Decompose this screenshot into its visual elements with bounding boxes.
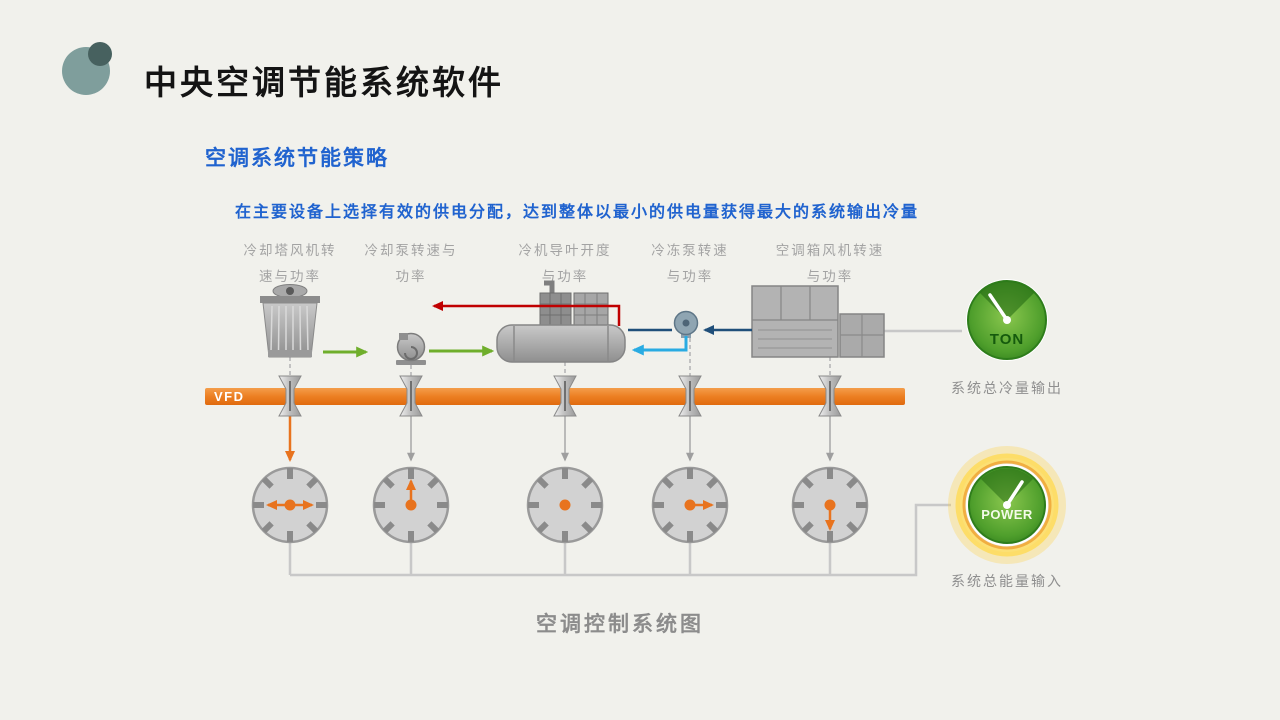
cooling-pump-icon [396,332,426,365]
power-gauge-caption: 系统总能量输入 [951,573,1063,589]
label-line: 空调箱风机转速 [775,243,885,258]
pipe-lines [323,301,752,358]
equipment-label-ahu: 空调箱风机转速 与功率 [755,238,905,290]
label-line: 与功率 [806,269,854,284]
equipment-label-chiller: 冷机导叶开度 与功率 [490,238,640,290]
label-line: 功率 [395,269,427,284]
ton-gauge: TON [966,279,1048,361]
vfd-bus-label: VFD [214,389,245,404]
label-line: 冷却塔风机转 [243,243,337,258]
equipment-label-cooling-tower: 冷却塔风机转 速与功率 [215,238,365,290]
vfd-output-lines [285,416,834,462]
cooling-tower-icon [260,284,320,358]
chilled-water-arrow [631,336,688,356]
ahu-icon [751,285,885,358]
decoration-circle-small [88,42,112,66]
ton-gauge-label: TON [990,331,1024,348]
chilled-pump-icon [673,310,699,338]
power-bus-lines [288,503,951,577]
label-line: 冷冻泵转速 [651,243,729,258]
signal-lines [289,338,831,377]
equipment-label-chilled-pump: 冷冻泵转速 与功率 [615,238,765,290]
label-line: 冷机导叶开度 [518,243,612,258]
chiller-icon [496,280,626,363]
power-gauge: POWER [948,446,1066,564]
slide-title: 中央空调节能系统软件 [144,64,504,101]
vfd-bus: VFD [205,388,905,405]
label-line: 速与功率 [259,269,321,284]
strategy-description: 在主要设备上选择有效的供电分配，达到整体以最小的供电量获得最大的系统输出冷量 [235,204,920,221]
label-line: 冷却泵转速与 [364,243,458,258]
fan-speed-arrows [266,479,835,531]
hot-water-pipe [432,301,621,326]
ton-gauge-caption: 系统总冷量输出 [951,380,1063,396]
power-gauge-label: POWER [981,507,1033,522]
label-line: 与功率 [666,269,714,284]
label-line: 与功率 [541,269,589,284]
fan-motor-icon [526,466,604,544]
section-title: 空调系统节能策略 [205,147,389,170]
equipment-label-cooling-pump: 冷却泵转速与 功率 [336,238,486,290]
diagram-caption: 空调控制系统图 [536,613,704,636]
